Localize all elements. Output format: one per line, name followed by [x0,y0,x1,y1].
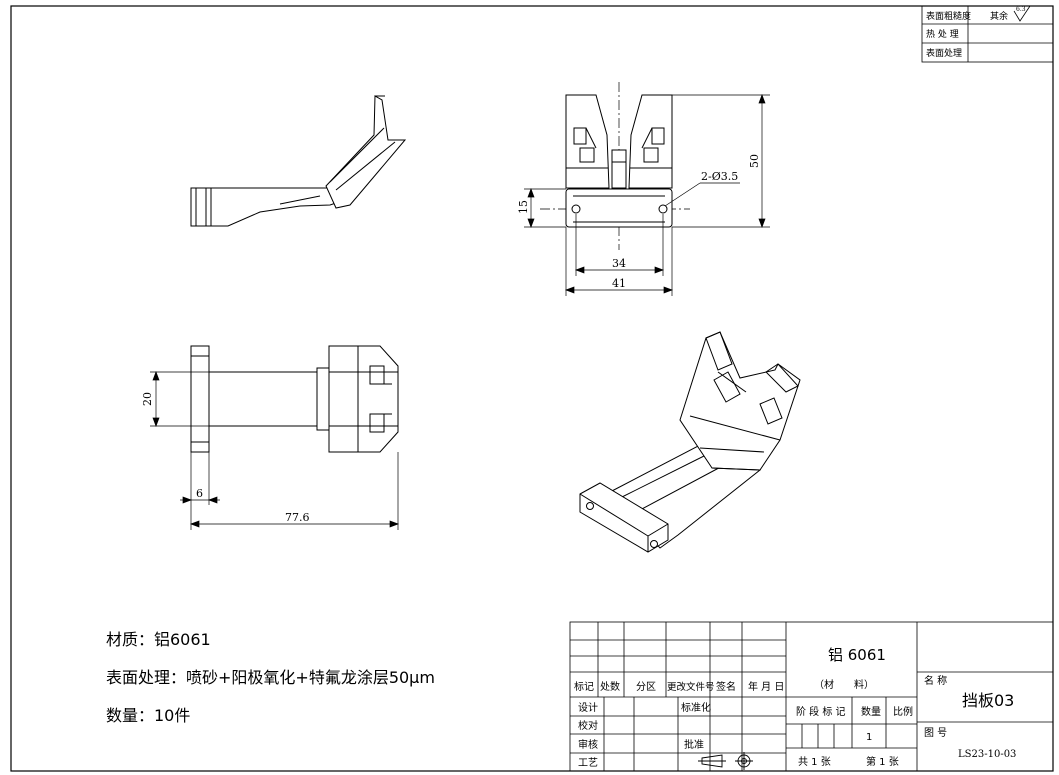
heat-treat-label: 热 处 理 [926,28,959,40]
role-design: 设计 [578,701,598,714]
part-name: 挡板03 [962,691,1014,710]
scale-label: 比例 [893,705,913,718]
rev-header-count: 处数 [600,680,620,693]
plan-dimensions [150,371,399,530]
material-name: 铝 6061 [828,646,886,664]
sheet-number: 第 1 张 [866,755,899,768]
roughness-check-icon [1013,5,1031,22]
role-process: 工艺 [578,757,598,769]
weight-value: 1 [866,732,872,743]
rev-header-date: 年 月 日 [748,680,784,693]
front-dimensions [524,94,770,296]
dim-front-base-height: 15 [517,200,530,214]
role-review: 审核 [578,738,598,751]
drawing-number: LS23-10-03 [958,749,1016,760]
note-surface-treatment: 表面处理：喷砂+阳极氧化+特氟龙涂层50μm [106,668,435,687]
view-plan [190,345,399,453]
dim-front-width: 41 [612,277,626,290]
dim-flange-thickness: 6 [196,487,203,500]
note-material: 材质：铝6061 [106,630,211,649]
note-quantity: 数量：10件 [106,706,191,725]
sheet-border [10,5,1054,772]
roughness-table [921,5,1054,63]
rev-header-zone: 分区 [636,681,656,693]
name-label: 名 称 [924,674,947,687]
title-block-grid [569,621,1054,772]
surface-treat-label: 表面处理 [926,47,962,59]
sheets-total: 共 1 张 [798,756,831,768]
dim-front-height: 50 [748,154,761,168]
dim-hole-callout: 2-Ø3.5 [701,170,738,183]
roughness-label: 表面粗糙度 [926,10,971,22]
roughness-ra: 6.3 [1016,6,1026,13]
approve-label: 批准 [684,738,704,751]
rev-header-doc: 更改文件号 [667,681,715,693]
view-side-top [190,95,407,227]
projection-symbol-icon [698,752,753,770]
view-front [540,82,690,250]
dim-side-width: 20 [141,392,154,406]
roughness-value: 其余 [990,10,1008,22]
role-proofread: 校对 [578,719,598,732]
view-isometric [579,331,801,553]
rev-header-sign: 签名 [716,680,736,693]
rev-header-mark: 标记 [574,681,594,693]
drawing-no-label: 图 号 [924,727,947,739]
dim-overall-length: 77.6 [285,511,310,524]
stage-mark-label: 阶 段 标 记 [796,705,846,718]
dim-hole-spacing: 34 [612,257,626,270]
standardize-label: 标准化 [681,701,711,714]
weight-label: 数量 [861,705,881,718]
material-caption: （材 料） [814,678,874,691]
